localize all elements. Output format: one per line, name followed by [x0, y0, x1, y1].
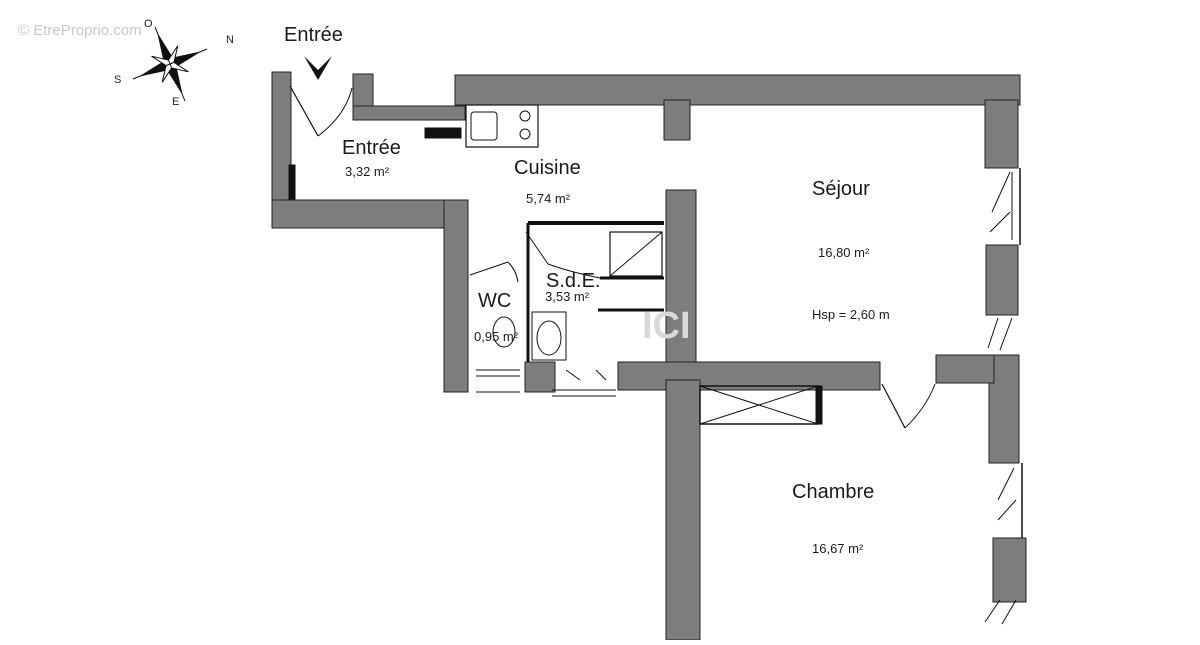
- window-sill: [552, 369, 616, 397]
- compass-west-label: O: [144, 18, 153, 30]
- fixtures: [288, 85, 1023, 625]
- room-area-entree: 3,32 m²: [345, 164, 390, 179]
- shower-diagonal: [609, 231, 663, 277]
- basin-bowl: [536, 320, 562, 356]
- room-area-wc: 0,95 m²: [474, 329, 519, 344]
- door-arc: [904, 383, 936, 429]
- window-leaf: [997, 467, 1017, 521]
- door-leaf: [289, 85, 319, 137]
- compass-north-label: N: [226, 34, 234, 46]
- room-area-sde: 3,53 m²: [545, 289, 590, 304]
- wall: [665, 379, 701, 641]
- radiator: [288, 164, 296, 200]
- door-leaf: [469, 261, 509, 276]
- wall: [984, 99, 1019, 169]
- radiator: [424, 127, 462, 139]
- watermark: © EtreProprio.com: [18, 22, 142, 39]
- window-leaf: [987, 317, 1013, 351]
- wall: [443, 199, 469, 393]
- wardrobe-diagonal: [699, 385, 819, 425]
- room-area-chambre: 16,67 m²: [812, 541, 864, 556]
- washbasin: [531, 311, 567, 361]
- room-name-sejour: Séjour: [812, 178, 870, 200]
- toilet-bowl: [492, 316, 516, 348]
- door-leaf: [881, 383, 906, 429]
- shower-tray: [609, 231, 663, 277]
- door-leaf: [525, 231, 549, 265]
- window-sill: [476, 369, 520, 393]
- ceiling-height-sejour: Hsp = 2,60 m: [812, 307, 890, 322]
- compass-east-label: E: [172, 96, 180, 108]
- wall: [663, 99, 691, 141]
- room-name-chambre: Chambre: [792, 481, 875, 503]
- window-leaf: [984, 599, 1017, 625]
- wall: [271, 199, 469, 229]
- room-area-cuisine: 5,74 m²: [526, 191, 571, 206]
- walls: [271, 71, 1027, 641]
- hob-burner: [519, 110, 531, 122]
- sink: [470, 111, 498, 141]
- wall: [992, 537, 1027, 603]
- door-arc: [507, 261, 519, 283]
- room-name-cuisine: Cuisine: [514, 157, 581, 179]
- wall: [524, 361, 556, 393]
- hob-burner: [519, 128, 531, 140]
- room-name-entree: Entrée: [342, 137, 401, 159]
- entrance-marker-label: Entrée: [284, 24, 343, 46]
- wall: [454, 74, 1021, 106]
- compass-south-label: S: [114, 74, 122, 86]
- wall: [935, 354, 995, 384]
- room-area-sejour: 16,80 m²: [818, 245, 870, 260]
- radiator: [815, 385, 823, 425]
- door-arc: [317, 87, 353, 137]
- wall: [352, 105, 466, 121]
- wall: [665, 189, 697, 387]
- wall: [985, 244, 1019, 316]
- compass-rose-icon: [132, 26, 208, 102]
- room-name-sde: S.d.E.: [546, 270, 601, 292]
- window-leaf: [989, 171, 1013, 240]
- entrance-arrow-icon: [304, 56, 332, 80]
- door-arc: [547, 263, 601, 279]
- wall: [988, 354, 1020, 464]
- kitchen-counter: [465, 104, 539, 148]
- watermark-stamp: ICI: [642, 305, 691, 347]
- room-name-wc: WC: [478, 290, 512, 312]
